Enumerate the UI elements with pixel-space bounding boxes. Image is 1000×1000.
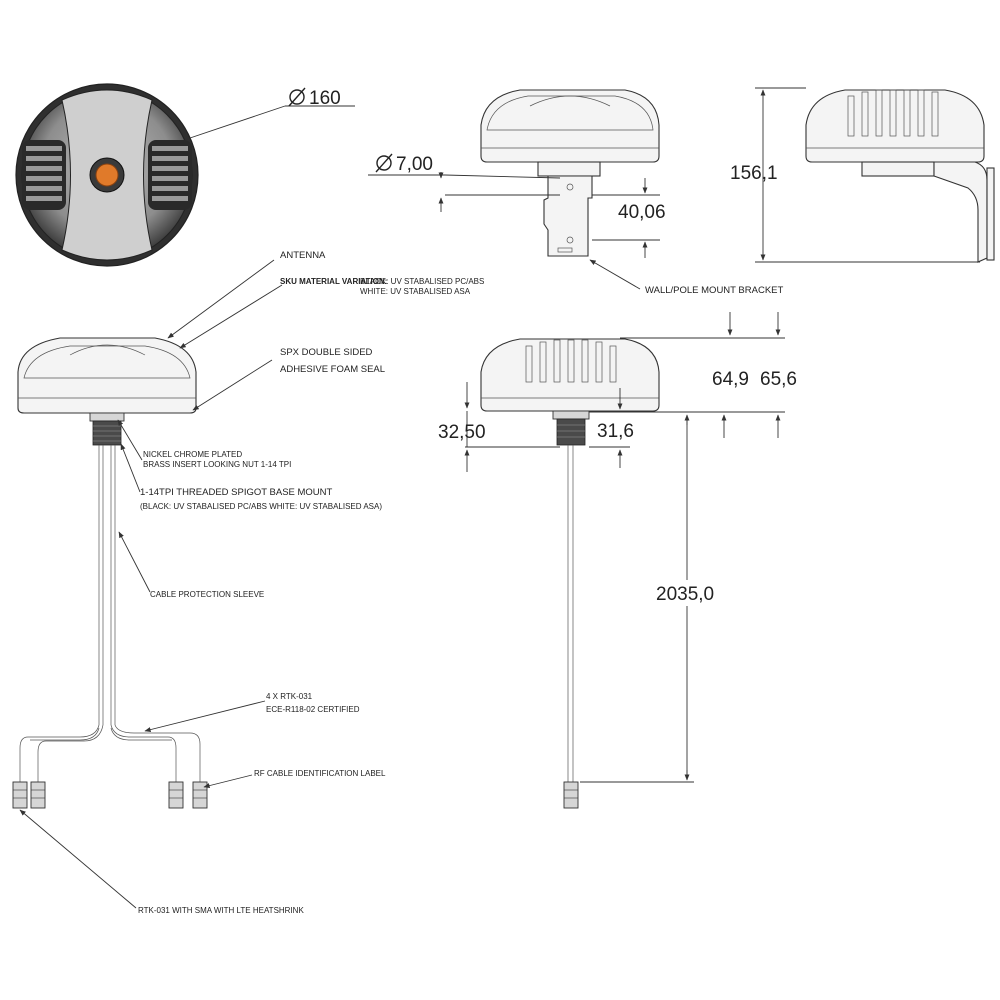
- diameter-icon: [375, 153, 393, 173]
- side-view-cable: 32,50 31,6 64,9 65,6 2035,0: [438, 312, 797, 809]
- side-fins-lower: [525, 339, 617, 383]
- right-grille: [148, 140, 192, 210]
- dim-bracket-offset: 40,06: [618, 202, 666, 223]
- callout-bracket: WALL/POLE MOUNT BRACKET: [645, 285, 784, 296]
- top-view: 160: [15, 83, 355, 267]
- dim-base-height: 32,50: [438, 422, 486, 443]
- dim-height-with-bracket: 156,1: [730, 163, 778, 184]
- callout-spigot-line1: 1-14TPI THREADED SPIGOT BASE MOUNT: [140, 487, 333, 498]
- callout-spigot-line2: (BLACK: UV STABALISED PC/ABS WHITE: UV S…: [140, 502, 382, 511]
- callout-sku-line2: WHITE: UV STABALISED ASA: [360, 287, 471, 296]
- dim-spigot-height: 31,6: [597, 421, 634, 442]
- callout-nut-line2: BRASS INSERT LOOKING NUT 1-14 TPI: [143, 460, 291, 469]
- dim-diameter-7: 7,00: [396, 154, 433, 175]
- callout-foam-line2: ADHESIVE FOAM SEAL: [280, 364, 385, 375]
- callout-rf-label: RF CABLE IDENTIFICATION LABEL: [254, 769, 386, 778]
- callout-sleeve: CABLE PROTECTION SLEEVE: [150, 590, 264, 599]
- side-view-bracket: 156,1: [730, 87, 995, 263]
- sma-connector-icon: [192, 781, 208, 809]
- front-view-bracket: 7,00 40,06 WALL/POLE MOUNT BRACKET: [368, 89, 784, 296]
- dim-height-b: 65,6: [760, 369, 797, 390]
- callout-foam-line1: SPX DOUBLE SIDED: [280, 347, 373, 358]
- left-grille: [22, 140, 66, 210]
- callout-sku-line1: BLACK: UV STABALISED PC/ABS: [360, 277, 484, 286]
- side-fins: [847, 89, 939, 137]
- callout-rtk-line1: 4 X RTK-031: [266, 692, 313, 701]
- callout-sma: RTK-031 WITH SMA WITH LTE HEATSHRINK: [138, 906, 304, 915]
- side-view-cabled: ANTENNA SKU MATERIAL VARIATION: BLACK: U…: [12, 250, 484, 915]
- callout-sku-title: SKU MATERIAL VARIATION:: [280, 277, 387, 286]
- callout-rtk-line2: ECE-R118-02 CERTIFIED: [266, 705, 360, 714]
- sma-connector-icon: [563, 781, 579, 809]
- callout-antenna: ANTENNA: [280, 250, 326, 261]
- sma-connector-icon: [30, 781, 46, 809]
- sma-connector-icon: [12, 781, 28, 809]
- dim-diameter-160: 160: [309, 88, 341, 109]
- sma-connector-icon: [168, 781, 184, 809]
- dim-height-a: 64,9: [712, 369, 749, 390]
- dim-cable-length: 2035,0: [656, 584, 714, 605]
- callout-nut-line1: NICKEL CHROME PLATED: [143, 450, 242, 459]
- diameter-icon: [288, 87, 306, 107]
